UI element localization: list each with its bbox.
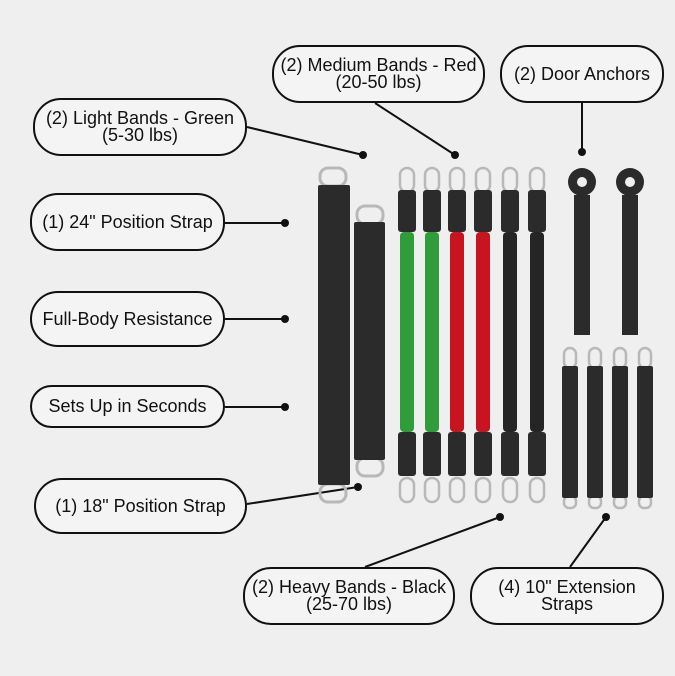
callout-full-body: Full-Body Resistance [30,291,225,347]
strap-18 [354,204,385,478]
leader-lines [225,102,607,568]
extension-strap [637,346,653,510]
band [398,166,416,504]
band [501,166,519,504]
strap-24 [318,166,350,504]
callout-sets-up: Sets Up in Seconds [30,385,225,428]
callout-24-strap: (1) 24" Position Strap [30,193,225,251]
callout-18-strap: (1) 18" Position Strap [34,478,247,534]
leader-dots [281,148,610,521]
callout-extension-straps: (4) 10" Extension Straps [470,567,664,625]
callout-door-anchors: (2) Door Anchors [500,45,664,103]
callout-light-bands: (2) Light Bands - Green (5-30 lbs) [33,98,247,156]
extension-straps [562,346,653,510]
band [423,166,441,504]
band [528,166,546,504]
band [448,166,466,504]
callout-medium-bands: (2) Medium Bands - Red (20-50 lbs) [272,45,485,103]
callout-heavy-bands: (2) Heavy Bands - Black (25-70 lbs) [243,567,455,625]
band [474,166,492,504]
extension-strap [587,346,603,510]
resistance-bands [398,166,546,504]
extension-strap [612,346,628,510]
door-anchors [568,168,644,335]
extension-strap [562,346,578,510]
